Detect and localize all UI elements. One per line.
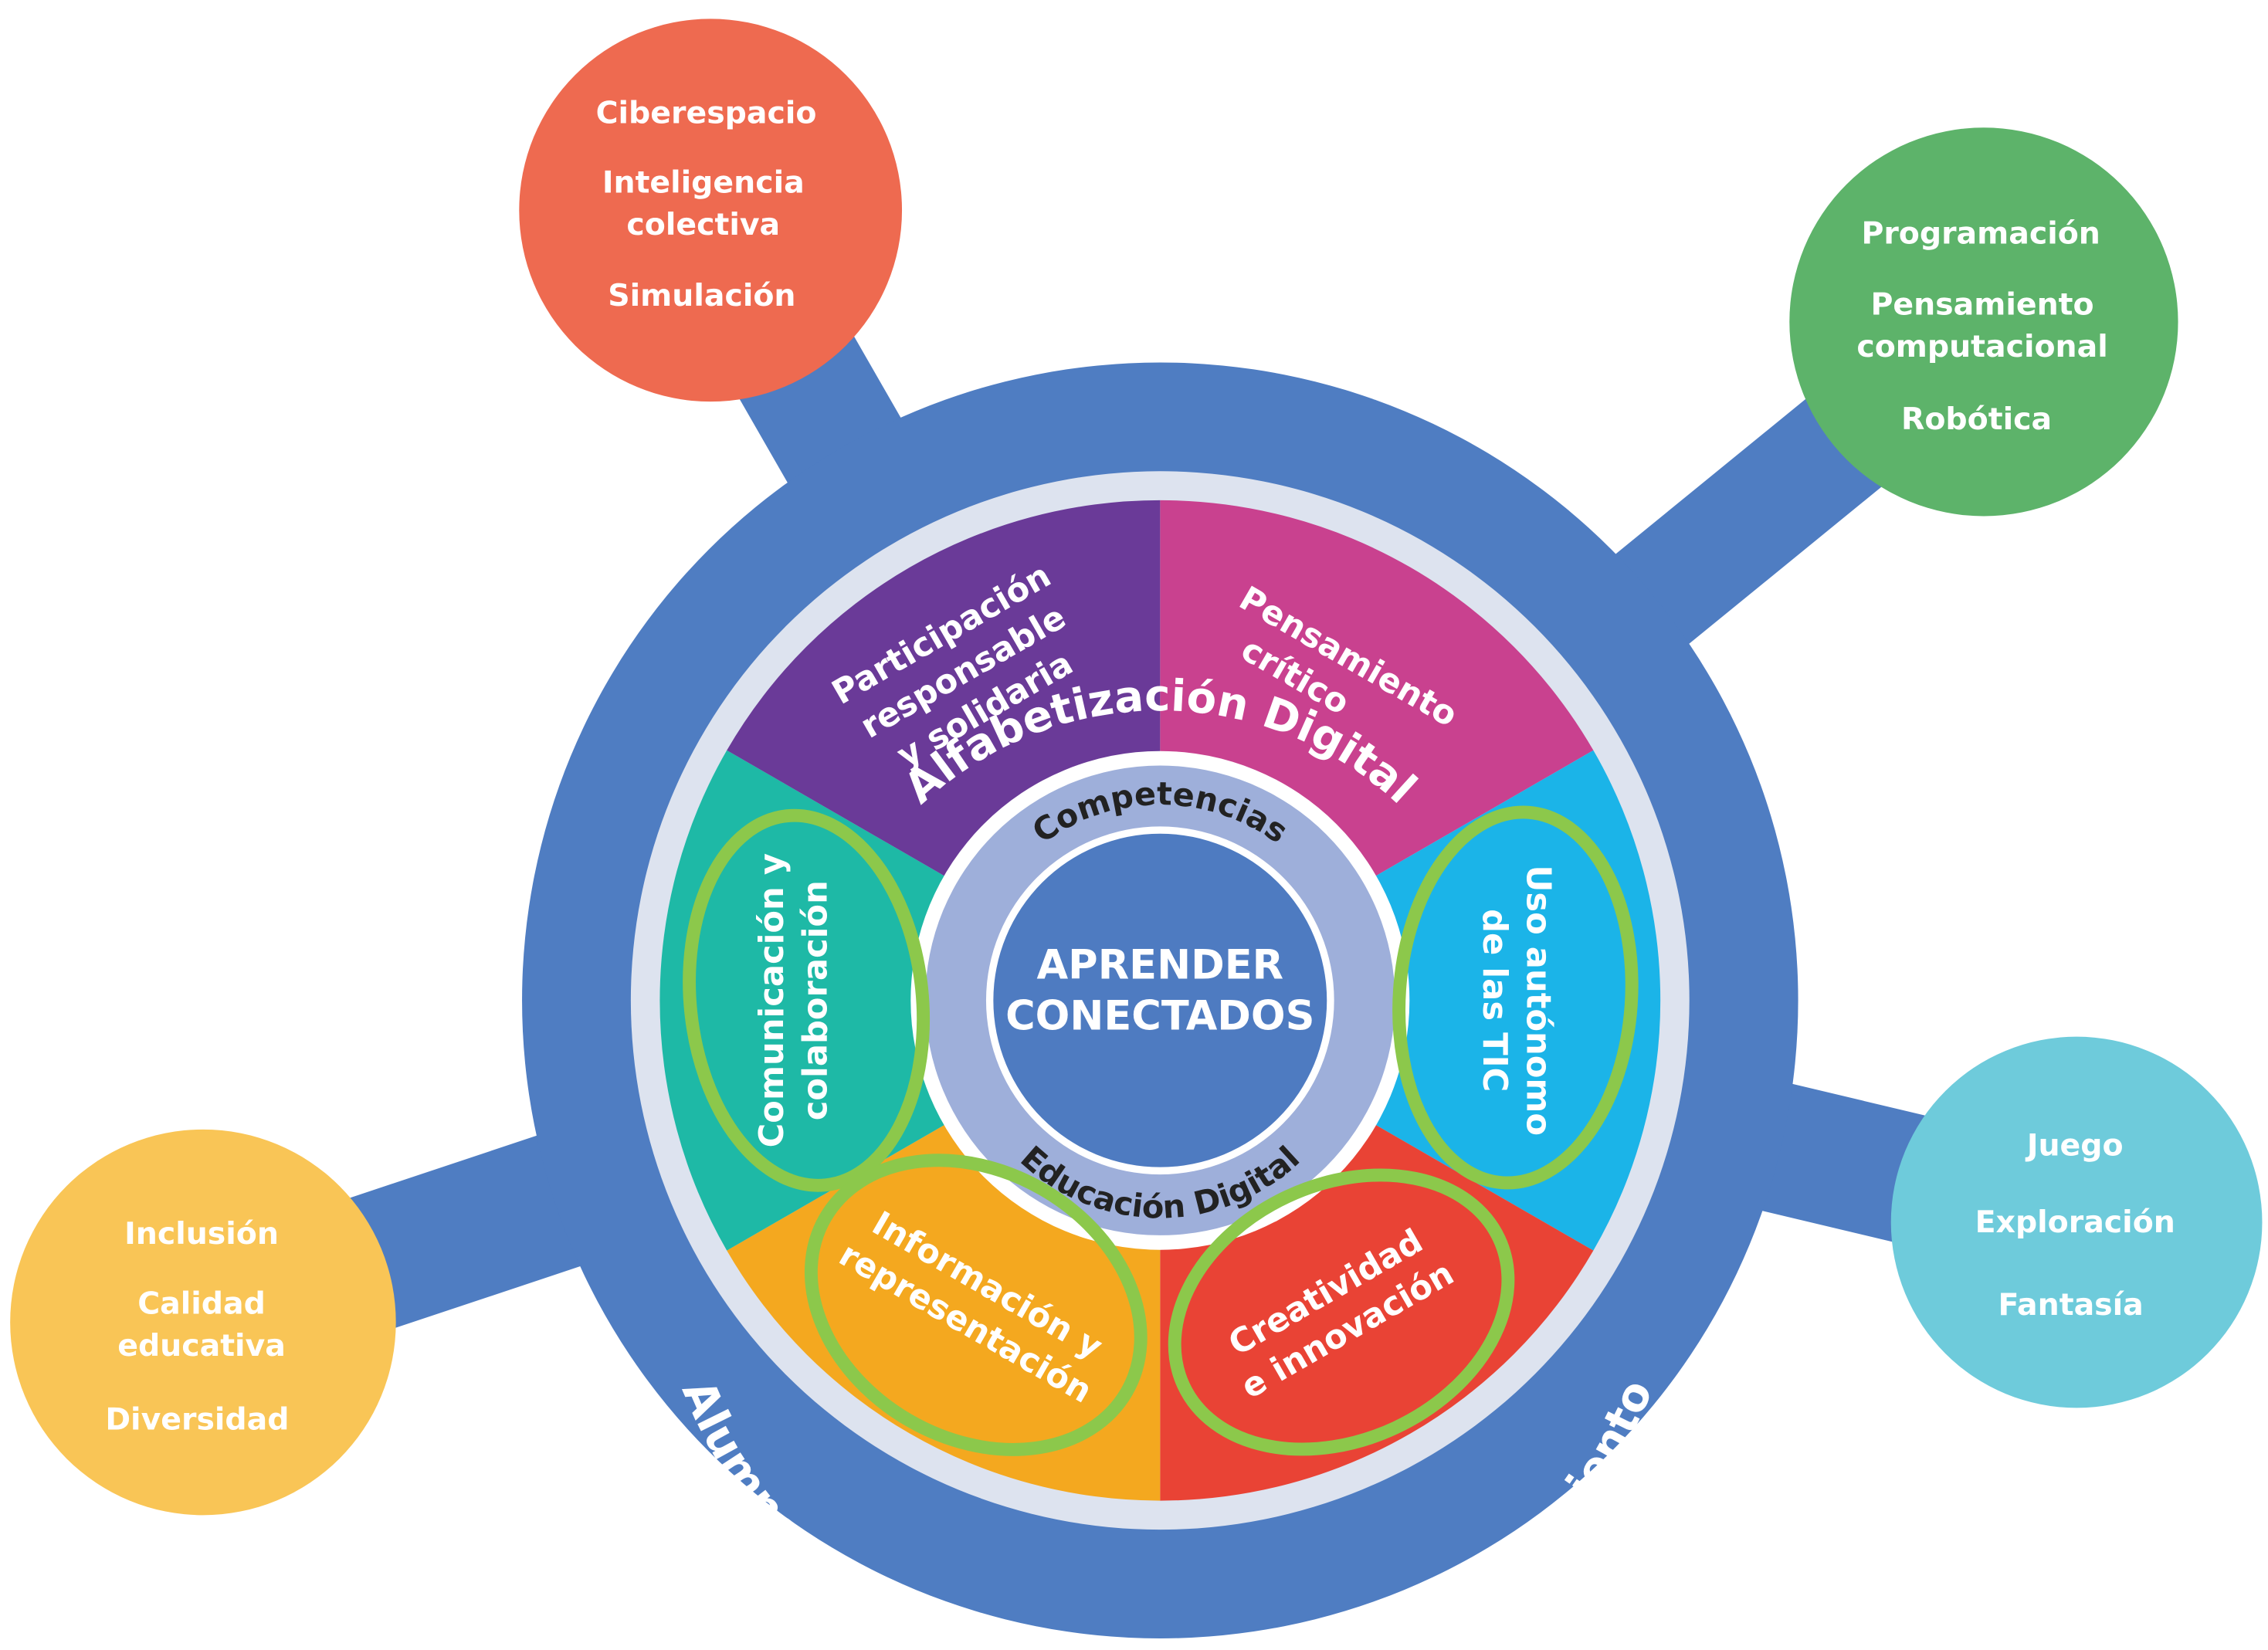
highlight-oval-comunicacion [683,808,931,1192]
satellite-item: Diversidad [105,1402,289,1438]
segment-label-uso-autonomo: Uso autónomo de las TIC [1475,865,1557,1136]
satellite-item: educativa [117,1328,286,1364]
segment-informacion [659,750,1161,1251]
satellite-circle [1890,1036,2263,1408]
satellite-circle [10,1129,396,1516]
segment-label-line: Uso autónomo [1518,865,1557,1136]
satellite-top-right: Programación Pensamiento computacional R… [1789,127,2178,517]
satellite-item: computacional [1856,329,2107,364]
satellite-right: Juego Exploración Fantasía [1890,1036,2263,1408]
segment-label-line: colaboración [796,880,835,1120]
satellite-item: Pensamiento [1870,286,2093,322]
satellite-item: Calidad [137,1286,266,1321]
satellite-left: Inclusión Calidad educativa Diversidad [10,1129,396,1516]
satellite-top-left: Ciberespacio Inteligencia colectiva Simu… [519,19,903,402]
segment-label-line: Comunicación y [753,853,792,1147]
highlight-oval-creatividad [1168,1168,1515,1456]
segment-pensamiento-critico [1160,750,1661,1251]
segment-label-comunicacion: Comunicación y colaboración [753,853,835,1147]
satellite-item: Juego [2025,1128,2124,1164]
satellite-item: Programación [1861,215,2100,251]
satellite-item: Simulación [608,278,795,313]
satellite-circle [519,19,903,402]
satellite-item: Exploración [1975,1204,2175,1240]
highlight-oval-informacion [804,1154,1148,1456]
satellite-item: Inteligencia [602,165,805,201]
satellite-item: colectiva [626,207,780,242]
highlight-oval-uso-autonomo [1392,805,1639,1190]
satellite-item: Inclusión [124,1216,279,1252]
satellite-item: Ciberespacio [596,96,817,131]
satellite-item: Robótica [1901,401,2052,437]
satellite-circle [1789,127,2178,517]
highlight-ovals [683,805,1639,1456]
center-label-line1: APRENDER [1037,942,1284,989]
center-disc [993,833,1327,1167]
satellite-item: Fantasía [1998,1287,2143,1323]
center-label-line2: CONECTADOS [1005,992,1314,1039]
segment-label-line: de las TIC [1475,909,1514,1092]
